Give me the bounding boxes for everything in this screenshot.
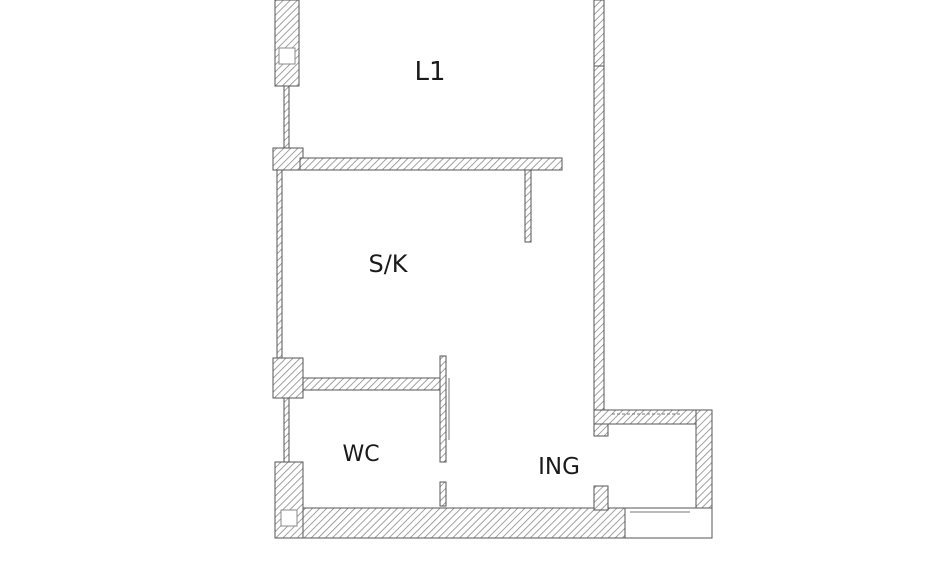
room-labels: L1 S/K WC ING [342,57,579,480]
wall-wc-right-top [439,355,447,463]
pillar-left-mid [272,147,304,171]
wall-left-thin-1 [283,85,290,153]
wall-l1-sk [299,157,563,171]
wall-left-thin-2 [276,167,283,359]
pillar-left-low [272,357,304,399]
wall-left-bottom [274,461,304,539]
wall-entrance-inner-top [593,423,609,437]
thin-lines [448,378,690,513]
wall-bottom [302,507,626,539]
room-label-sk: S/K [368,250,408,278]
window-left-top [278,47,296,65]
room-label-ing: ING [538,454,580,480]
wall-entrance-bottom [624,507,713,539]
room-label-wc: WC [342,442,379,467]
room-label-l1: L1 [414,57,445,87]
wall-partition-stub [524,169,532,243]
wall-left-thin-3 [283,397,290,463]
wall-wc-right-bottom [439,481,447,507]
wall-wc-top [302,377,444,391]
wall-entrance-top [593,409,713,425]
window-left-bottom [280,509,298,527]
wall-right-upper-thick [593,0,605,67]
wall-left-top [274,0,300,87]
walls [272,0,713,539]
wall-entrance-inner-bottom [593,485,609,511]
